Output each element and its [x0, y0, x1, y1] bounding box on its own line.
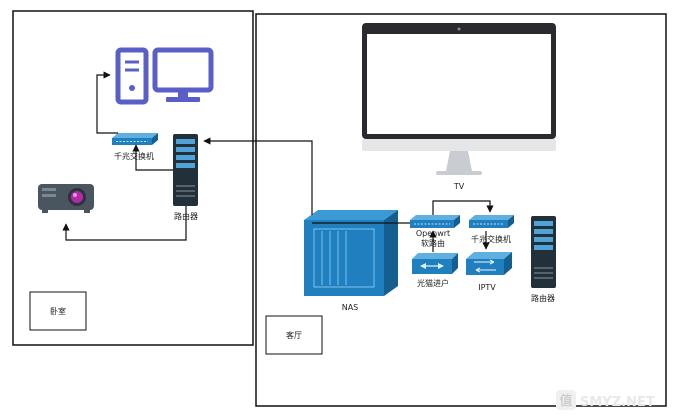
living-router-label: 路由器 — [531, 293, 555, 303]
tv-label: TV — [453, 182, 465, 191]
projector-icon — [38, 184, 94, 213]
desktop-computer-icon — [115, 47, 214, 105]
living-room-label-box — [265, 315, 323, 355]
nas-label: NAS — [342, 303, 359, 312]
watermark: 值 SMYZ.NET — [556, 390, 655, 410]
optical-modem-label: 光猫进户 — [417, 278, 449, 288]
optical-modem-icon — [412, 253, 458, 274]
link-nas-to-bedroom-router — [203, 137, 313, 215]
bedroom-switch-icon — [112, 133, 158, 145]
svg-text:值: 值 — [559, 393, 572, 409]
bedroom-router-icon — [173, 134, 198, 206]
openwrt-router-icon — [410, 215, 460, 228]
tv-monitor-icon — [362, 23, 556, 175]
bedroom-label: 卧室 — [50, 306, 66, 316]
watermark-text: SMYZ.NET — [580, 395, 655, 410]
link-switch-to-desktop — [96, 71, 118, 134]
iptv-label: IPTV — [478, 283, 496, 292]
link-openwrt-to-switch — [432, 200, 494, 215]
living-switch-label: 千兆交换机 — [471, 234, 511, 244]
nas-icon — [304, 210, 398, 296]
bedroom-room-box — [12, 10, 254, 346]
living-router-icon — [531, 216, 556, 288]
link-router-to-projector — [62, 206, 187, 241]
bedroom-switch-label: 千兆交换机 — [114, 151, 154, 161]
living-room-label: 客厅 — [286, 330, 302, 340]
living-room-box — [255, 13, 667, 407]
living-switch-icon — [469, 215, 514, 228]
bedroom-label-box — [29, 291, 87, 331]
iptv-box-icon — [466, 252, 512, 275]
link-router-to-switch — [132, 144, 173, 171]
